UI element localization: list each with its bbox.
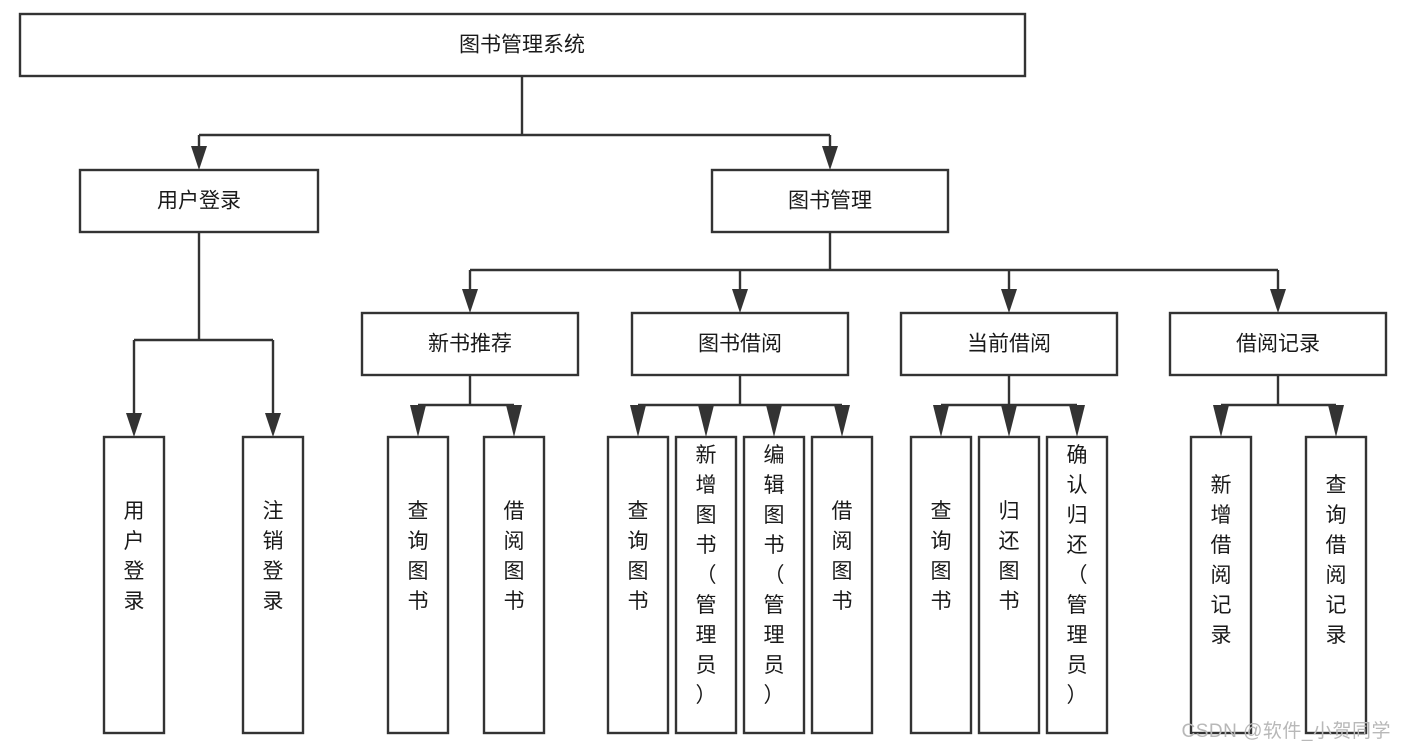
- node-leaf-return-book-box[interactable]: [977, 435, 1041, 735]
- node-leaf-add-record[interactable]: 新增借阅记录: [1189, 435, 1253, 735]
- node-leaf-user-login-box[interactable]: [102, 435, 166, 735]
- node-leaf-edit-book-label: 编辑图书（管理员）: [764, 444, 785, 707]
- arrowhead-leaf-edit-book: [766, 405, 782, 437]
- node-leaf-edit-book-box[interactable]: [742, 435, 806, 735]
- arrowhead-leaf-return-book: [1001, 405, 1017, 437]
- node-leaf-borrow-book-2[interactable]: 借阅图书: [810, 435, 874, 735]
- arrowhead-leaf-add-book: [698, 405, 714, 437]
- arrowhead-leaf-borrow-book-1: [506, 405, 522, 437]
- node-leaf-logout[interactable]: 注销登录: [241, 435, 305, 735]
- edges-group: [126, 76, 1344, 437]
- node-root-label: 图书管理系统: [459, 34, 585, 57]
- arrowhead-leaf-logout: [265, 413, 281, 437]
- node-leaf-logout-box[interactable]: [241, 435, 305, 735]
- node-leaf-borrow-book-2-box[interactable]: [810, 435, 874, 735]
- node-leaf-logout-label: 注销登录: [263, 500, 284, 613]
- node-new-book-rec-label: 新书推荐: [428, 333, 512, 356]
- arrowhead-leaf-query-book-3: [933, 405, 949, 437]
- node-leaf-add-book-label: 新增图书（管理员）: [696, 444, 717, 707]
- node-leaf-add-book-box[interactable]: [674, 435, 738, 735]
- node-leaf-return-book-label: 归还图书: [999, 500, 1020, 613]
- arrowhead-leaf-user-login: [126, 413, 142, 437]
- node-leaf-user-login[interactable]: 用户登录: [102, 435, 166, 735]
- node-leaf-query-book-1-box[interactable]: [386, 435, 450, 735]
- arrowhead-current-borrow: [1001, 289, 1017, 313]
- node-borrow-record-label: 借阅记录: [1236, 333, 1320, 356]
- arrowhead-leaf-borrow-book-2: [834, 405, 850, 437]
- node-leaf-confirm-return-box[interactable]: [1045, 435, 1109, 735]
- node-leaf-query-book-2[interactable]: 查询图书: [606, 435, 670, 735]
- node-leaf-borrow-book-1-label: 借阅图书: [504, 500, 525, 613]
- node-book-manage-box[interactable]: [710, 168, 950, 234]
- node-user-login[interactable]: 用户登录: [78, 168, 320, 234]
- node-leaf-return-book[interactable]: 归还图书: [977, 435, 1041, 735]
- node-book-manage-label: 图书管理: [788, 190, 872, 213]
- arrowhead-leaf-query-book-2: [630, 405, 646, 437]
- node-current-borrow-label: 当前借阅: [967, 333, 1051, 356]
- node-leaf-query-book-3-label: 查询图书: [931, 500, 952, 613]
- node-book-borrow[interactable]: 图书借阅: [630, 311, 850, 377]
- arrowhead-leaf-confirm-return: [1069, 405, 1085, 437]
- arrowhead-user-login: [191, 146, 207, 170]
- node-current-borrow[interactable]: 当前借阅: [899, 311, 1119, 377]
- node-leaf-borrow-book-2-label: 借阅图书: [832, 500, 853, 613]
- node-leaf-query-book-2-box[interactable]: [606, 435, 670, 735]
- arrowhead-borrow-record: [1270, 289, 1286, 313]
- node-book-borrow-box[interactable]: [630, 311, 850, 377]
- node-new-book-rec-box[interactable]: [360, 311, 580, 377]
- arrowhead-book-borrow: [732, 289, 748, 313]
- node-root-box[interactable]: [18, 12, 1027, 78]
- node-leaf-query-record[interactable]: 查询借阅记录: [1304, 435, 1368, 735]
- arrowhead-leaf-add-record: [1213, 405, 1229, 437]
- node-borrow-record[interactable]: 借阅记录: [1168, 311, 1388, 377]
- node-user-login-box[interactable]: [78, 168, 320, 234]
- node-leaf-borrow-book-1-box[interactable]: [482, 435, 546, 735]
- node-leaf-confirm-return[interactable]: 确认归还（管理员）: [1045, 435, 1109, 735]
- node-leaf-user-login-label: 用户登录: [124, 500, 145, 613]
- node-book-manage[interactable]: 图书管理: [710, 168, 950, 234]
- node-leaf-add-book[interactable]: 新增图书（管理员）: [674, 435, 738, 735]
- arrowhead-new-book-rec: [462, 289, 478, 313]
- node-borrow-record-box[interactable]: [1168, 311, 1388, 377]
- arrowhead-leaf-query-record: [1328, 405, 1344, 437]
- node-leaf-query-record-box[interactable]: [1304, 435, 1368, 735]
- node-leaf-query-book-2-label: 查询图书: [628, 500, 649, 613]
- node-new-book-rec[interactable]: 新书推荐: [360, 311, 580, 377]
- node-current-borrow-box[interactable]: [899, 311, 1119, 377]
- node-leaf-query-book-3-box[interactable]: [909, 435, 973, 735]
- node-leaf-query-book-1[interactable]: 查询图书: [386, 435, 450, 735]
- node-leaf-query-book-3[interactable]: 查询图书: [909, 435, 973, 735]
- csdn-watermark: CSDN @软件_小贺同学: [1181, 721, 1391, 742]
- arrowhead-book-manage: [822, 146, 838, 170]
- node-leaf-borrow-book-1[interactable]: 借阅图书: [482, 435, 546, 735]
- node-leaf-add-record-label: 新增借阅记录: [1211, 474, 1232, 647]
- node-leaf-query-record-label: 查询借阅记录: [1326, 474, 1347, 647]
- arrowhead-leaf-query-book-1: [410, 405, 426, 437]
- node-leaf-query-book-1-label: 查询图书: [408, 500, 429, 613]
- node-user-login-label: 用户登录: [157, 190, 241, 213]
- node-book-borrow-label: 图书借阅: [698, 333, 782, 356]
- node-leaf-edit-book[interactable]: 编辑图书（管理员）: [742, 435, 806, 735]
- node-leaf-add-record-box[interactable]: [1189, 435, 1253, 735]
- node-root[interactable]: 图书管理系统: [18, 12, 1027, 78]
- node-leaf-confirm-return-label: 确认归还（管理员）: [1067, 444, 1088, 707]
